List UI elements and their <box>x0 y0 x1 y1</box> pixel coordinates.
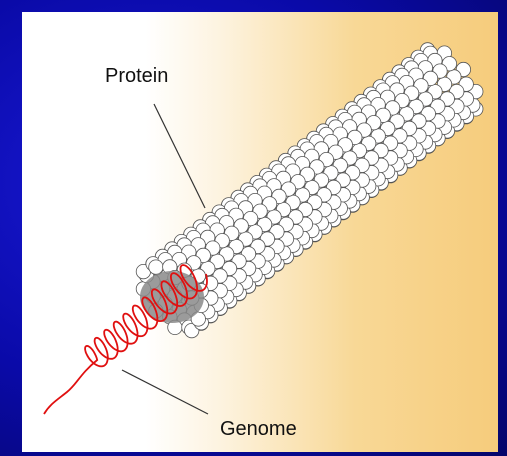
virus-diagram <box>22 12 498 452</box>
genome-leader-line <box>122 370 208 414</box>
diagram-panel: Protein Genome <box>22 12 498 452</box>
protein-capsid-rod <box>136 43 483 338</box>
protein-label: Protein <box>105 66 168 86</box>
genome-label: Genome <box>220 419 297 439</box>
capsid-subunit <box>149 260 163 274</box>
protein-leader-line <box>154 104 205 208</box>
